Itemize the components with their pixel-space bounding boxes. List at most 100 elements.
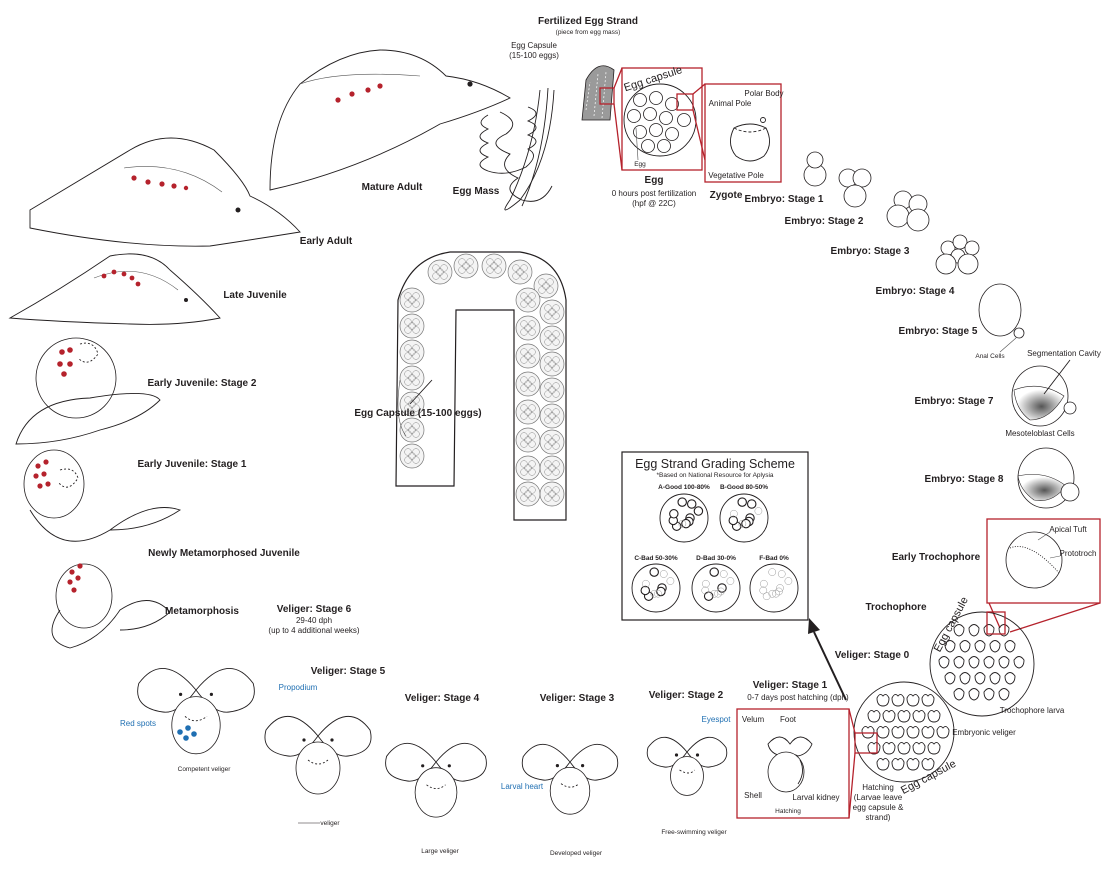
grade-egg [677, 497, 687, 507]
shell-label: Shell [744, 791, 762, 800]
early-juvenile-2-drawing [15, 337, 161, 445]
grading-arrow [808, 618, 847, 701]
egg-capsule-label: Egg Capsule [511, 41, 557, 50]
grade-empty [754, 507, 763, 515]
egg-cell [649, 91, 663, 105]
embryonic-veliger [882, 709, 896, 723]
apical-tuft-label: Apical Tuft [1049, 525, 1087, 534]
grade-plate [631, 563, 681, 613]
center-capsule-label: Egg Capsule (15-100 eggs) [354, 408, 481, 419]
embryo-stage3-drawing [886, 190, 930, 232]
mature-adult-label: Mature Adult [362, 182, 423, 193]
grade-a-label: A-Good 100-80% [658, 484, 710, 491]
trochophore-larva [1013, 656, 1025, 669]
trochophore-larva [1004, 672, 1016, 685]
grade-plate [719, 493, 769, 543]
prototroch-label: Prototroch [1060, 549, 1097, 558]
veliger-stage4-drawing [385, 742, 487, 818]
early-juvenile-1-drawing [23, 449, 182, 542]
egg-cell [677, 113, 691, 127]
trochophore-larva [959, 640, 971, 653]
strand-capsule [481, 253, 507, 279]
strand-capsule [539, 325, 565, 351]
trochophore-larva [998, 688, 1010, 701]
strand-capsule [539, 429, 565, 455]
embryo-stage3-label: Embryo: Stage 3 [831, 246, 910, 257]
egg-cell [643, 107, 657, 121]
strand-capsule [399, 443, 425, 469]
hpf-label: 0 hours post fertilization [612, 189, 697, 198]
embryonic-veliger [861, 725, 875, 739]
embryonic-veliger [921, 693, 935, 707]
grade-empty [678, 519, 687, 528]
trochophore-larva [989, 672, 1001, 685]
embryonic-veliger [882, 741, 896, 755]
trochophore-capsule-arc: Egg capsule [932, 595, 971, 654]
embryo-stage7-label: Embryo: Stage 7 [915, 396, 994, 407]
early-trochophore-label: Early Trochophore [892, 552, 981, 563]
strand-capsule [515, 427, 541, 453]
grade-c-label: C-Bad 50-30% [634, 555, 678, 562]
early-trochophore-zoom [986, 518, 1101, 633]
grade-f-label: F-Bad 0% [759, 555, 789, 562]
embryonic-veliger [891, 693, 905, 707]
trochophore-larva [959, 672, 971, 685]
grade-empty [650, 589, 659, 598]
veliger-stage2-label: Veliger: Stage 2 [649, 690, 724, 701]
eyespot-label: Eyespot [702, 715, 732, 724]
embryonic-veliger-label: Embryonic veliger [952, 728, 1016, 737]
embryo-stage1-drawing [803, 151, 827, 187]
grade-empty [776, 584, 784, 592]
fertilized-egg-strand [581, 65, 615, 121]
hatching-caption: Hatching [775, 808, 801, 815]
veliger-stage4-label: Veliger: Stage 4 [405, 693, 480, 704]
strand-capsule [539, 455, 565, 481]
egg-capsule-count: (15-100 eggs) [509, 51, 559, 60]
strand-capsule [427, 259, 453, 285]
developed-veliger-caption: Developed veliger [550, 850, 603, 857]
egg-mass-label: Egg Mass [453, 186, 500, 197]
embryonic-veliger [876, 693, 890, 707]
embryonic-veliger [936, 725, 950, 739]
trochophore-larva [974, 640, 986, 653]
red-spot [191, 731, 197, 737]
mesoteloblast-label: Mesoteloblast Cells [1005, 429, 1074, 438]
hpf-condition: (hpf @ 22C) [632, 199, 676, 208]
grade-empty [777, 570, 786, 578]
animal-pole-label: Animal Pole [709, 99, 752, 108]
veliger-stage3-label: Veliger: Stage 3 [540, 693, 615, 704]
red-spot [185, 725, 191, 731]
hatching-label-4: strand) [866, 813, 891, 822]
newly-metamorphosed-label: Newly Metamorphosed Juvenile [148, 548, 300, 559]
embryonic-veliger [897, 709, 911, 723]
egg-capsule-zoom [613, 67, 706, 171]
strand-capsule [533, 273, 559, 299]
embryonic-veliger [897, 741, 911, 755]
strand-capsule [399, 365, 425, 391]
grade-empty [768, 589, 777, 598]
grade-empty [666, 577, 675, 585]
embryonic-veliger [921, 725, 935, 739]
embryonic-veliger [906, 693, 920, 707]
grade-egg [737, 497, 747, 507]
strand-capsule [515, 315, 541, 341]
metamorphosis-label: Metamorphosis [165, 606, 239, 617]
newly-metamorphosed-drawing [51, 563, 171, 649]
velum-label: Velum [742, 715, 765, 724]
early-adult-drawing [29, 137, 301, 247]
stage5-caption: veliger [320, 820, 340, 827]
early-juvenile-1-label: Early Juvenile: Stage 1 [138, 459, 247, 470]
grade-b-label: B-Good 80-50% [720, 484, 768, 491]
embryo-stage1-label: Embryo: Stage 1 [745, 194, 824, 205]
veliger-stage6-weeks: (up to 4 additional weeks) [268, 626, 360, 635]
trochophore-larva [968, 624, 980, 637]
egg-cell [627, 109, 641, 123]
egg-mass-drawing [479, 87, 555, 211]
propodium-label: Propodium [279, 683, 318, 692]
egg-cell [659, 111, 673, 125]
trochophore-larva [983, 688, 995, 701]
grade-egg [746, 499, 757, 509]
strand-capsule [539, 377, 565, 403]
grade-egg [669, 509, 679, 519]
egg-cell [633, 93, 647, 107]
